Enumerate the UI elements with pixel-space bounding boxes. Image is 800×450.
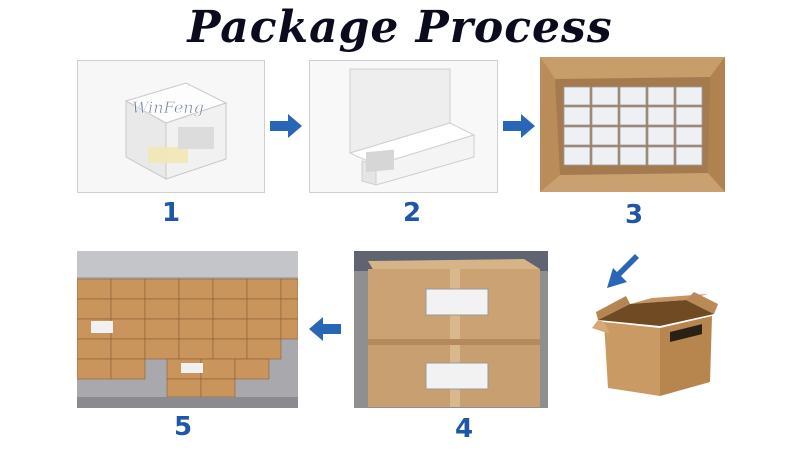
step-1-image: WinFeng	[77, 60, 265, 193]
step-4-image	[354, 251, 548, 408]
carton-image	[590, 292, 720, 402]
page-title: Package Process	[187, 2, 613, 53]
step-5-image	[77, 251, 298, 408]
arrow-down-left-icon	[607, 254, 639, 288]
step-number-5: 5	[174, 412, 193, 442]
step-2-image	[309, 60, 498, 193]
step-number-3: 3	[625, 200, 644, 230]
arrow-right-icon	[503, 114, 535, 138]
arrow-left-icon	[309, 317, 341, 341]
step-number-4: 4	[455, 414, 474, 444]
step-3-image	[540, 57, 725, 192]
brand-label: WinFeng	[132, 98, 204, 117]
step-number-2: 2	[403, 198, 422, 228]
arrow-right-icon	[270, 114, 302, 138]
step-number-1: 1	[162, 198, 181, 228]
